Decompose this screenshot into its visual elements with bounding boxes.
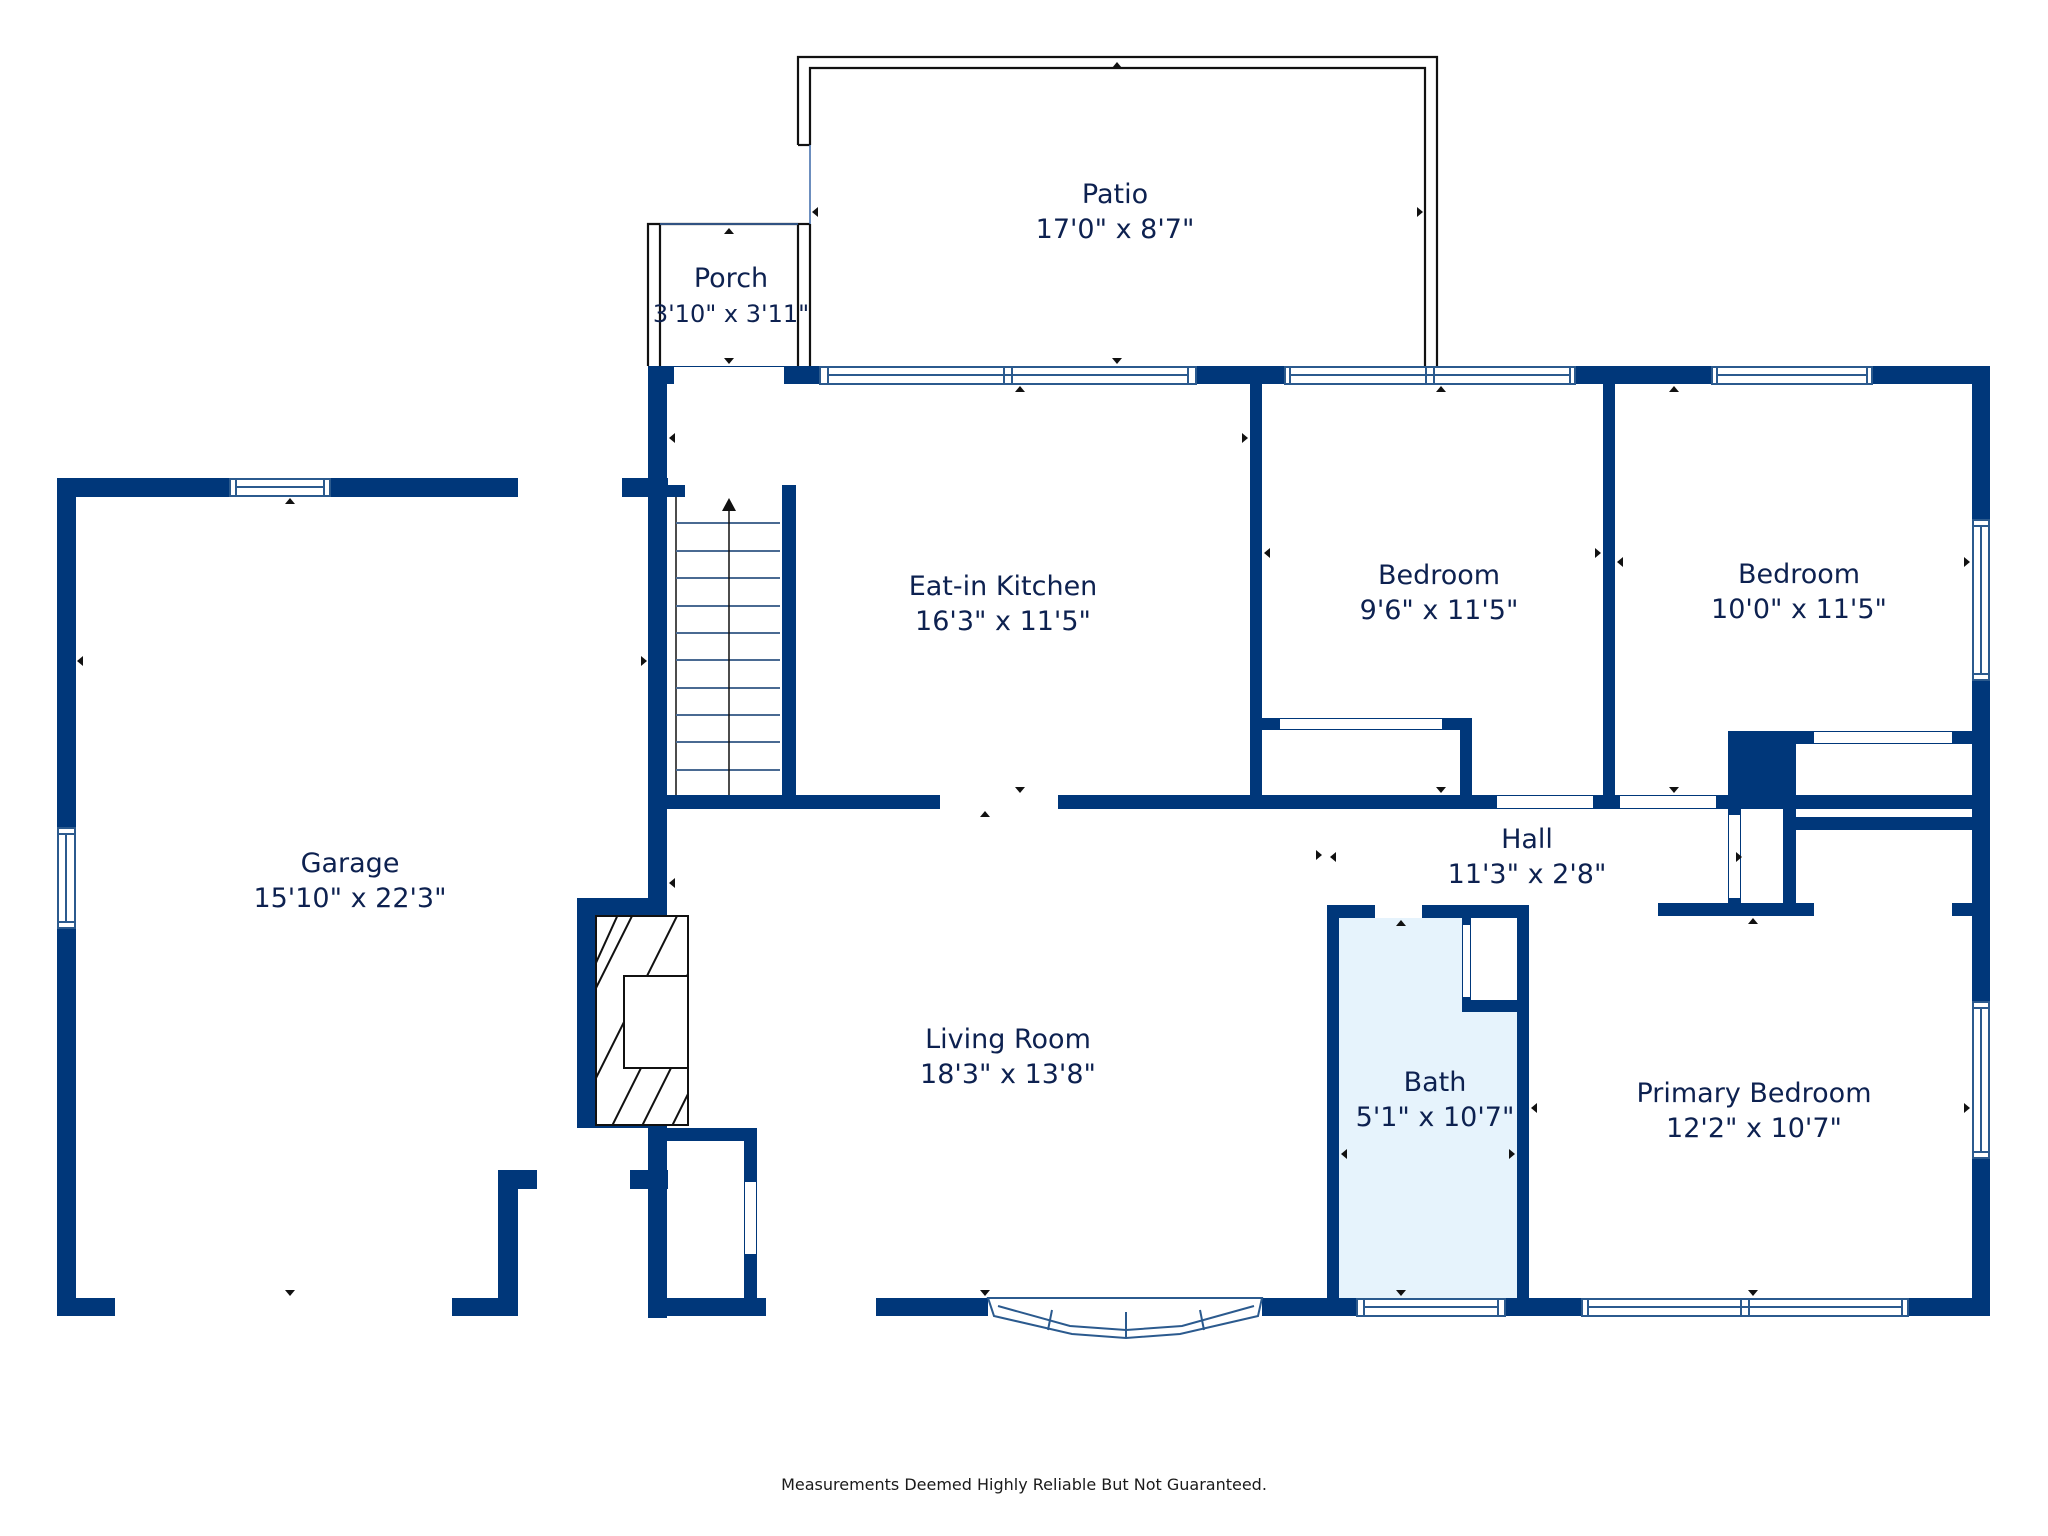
room-label-bedroom-2: Bedroom 9'6" x 11'5" bbox=[1360, 560, 1519, 626]
porch-outline bbox=[646, 222, 798, 366]
svg-text:3'10" x 3'11": 3'10" x 3'11" bbox=[653, 300, 809, 328]
room-label-living-room: Living Room 18'3" x 13'8" bbox=[920, 1024, 1096, 1090]
room-label-garage: Garage 15'10" x 22'3" bbox=[253, 848, 446, 914]
fireplace bbox=[595, 915, 689, 1126]
svg-text:5'1" x 10'7": 5'1" x 10'7" bbox=[1356, 1102, 1515, 1133]
svg-text:Primary Bedroom: Primary Bedroom bbox=[1636, 1078, 1871, 1109]
staircase[interactable] bbox=[675, 497, 782, 795]
garage-walls bbox=[57, 478, 668, 1316]
svg-text:Bath: Bath bbox=[1404, 1067, 1467, 1098]
room-label-patio: Patio 17'0" x 8'7" bbox=[1036, 179, 1195, 245]
room-label-bath: Bath 5'1" x 10'7" bbox=[1356, 1067, 1515, 1133]
svg-text:Patio: Patio bbox=[1082, 179, 1148, 210]
room-label-bedroom-3: Bedroom 10'0" x 11'5" bbox=[1711, 559, 1887, 625]
room-label-kitchen: Eat-in Kitchen 16'3" x 11'5" bbox=[909, 571, 1098, 637]
svg-text:Living Room: Living Room bbox=[925, 1024, 1091, 1055]
svg-text:Eat-in Kitchen: Eat-in Kitchen bbox=[909, 571, 1098, 602]
svg-text:Bedroom: Bedroom bbox=[1738, 559, 1860, 590]
svg-text:Hall: Hall bbox=[1501, 824, 1553, 855]
dimension-markers bbox=[77, 62, 1970, 1296]
svg-text:15'10" x 22'3": 15'10" x 22'3" bbox=[253, 883, 446, 914]
svg-text:17'0" x 8'7": 17'0" x 8'7" bbox=[1036, 214, 1195, 245]
svg-text:Bedroom: Bedroom bbox=[1378, 560, 1500, 591]
room-label-hall: Hall 11'3" x 2'8" bbox=[1448, 824, 1607, 890]
svg-text:11'3" x 2'8": 11'3" x 2'8" bbox=[1448, 859, 1607, 890]
patio-outline bbox=[796, 55, 1439, 366]
svg-text:16'3" x 11'5": 16'3" x 11'5" bbox=[915, 606, 1091, 637]
room-label-porch: Porch 3'10" x 3'11" bbox=[653, 263, 809, 328]
stair-up-arrow-icon bbox=[722, 498, 736, 511]
room-label-primary-bedroom: Primary Bedroom 12'2" x 10'7" bbox=[1636, 1078, 1871, 1144]
svg-text:9'6" x 11'5": 9'6" x 11'5" bbox=[1360, 595, 1519, 626]
svg-text:18'3" x 13'8": 18'3" x 13'8" bbox=[920, 1059, 1096, 1090]
svg-text:10'0" x 11'5": 10'0" x 11'5" bbox=[1711, 594, 1887, 625]
svg-text:12'2" x 10'7": 12'2" x 10'7" bbox=[1666, 1113, 1842, 1144]
interior-walls bbox=[577, 384, 1972, 1318]
disclaimer-footer: Measurements Deemed Highly Reliable But … bbox=[781, 1475, 1267, 1494]
svg-text:Garage: Garage bbox=[301, 848, 400, 879]
svg-text:Porch: Porch bbox=[694, 263, 768, 294]
